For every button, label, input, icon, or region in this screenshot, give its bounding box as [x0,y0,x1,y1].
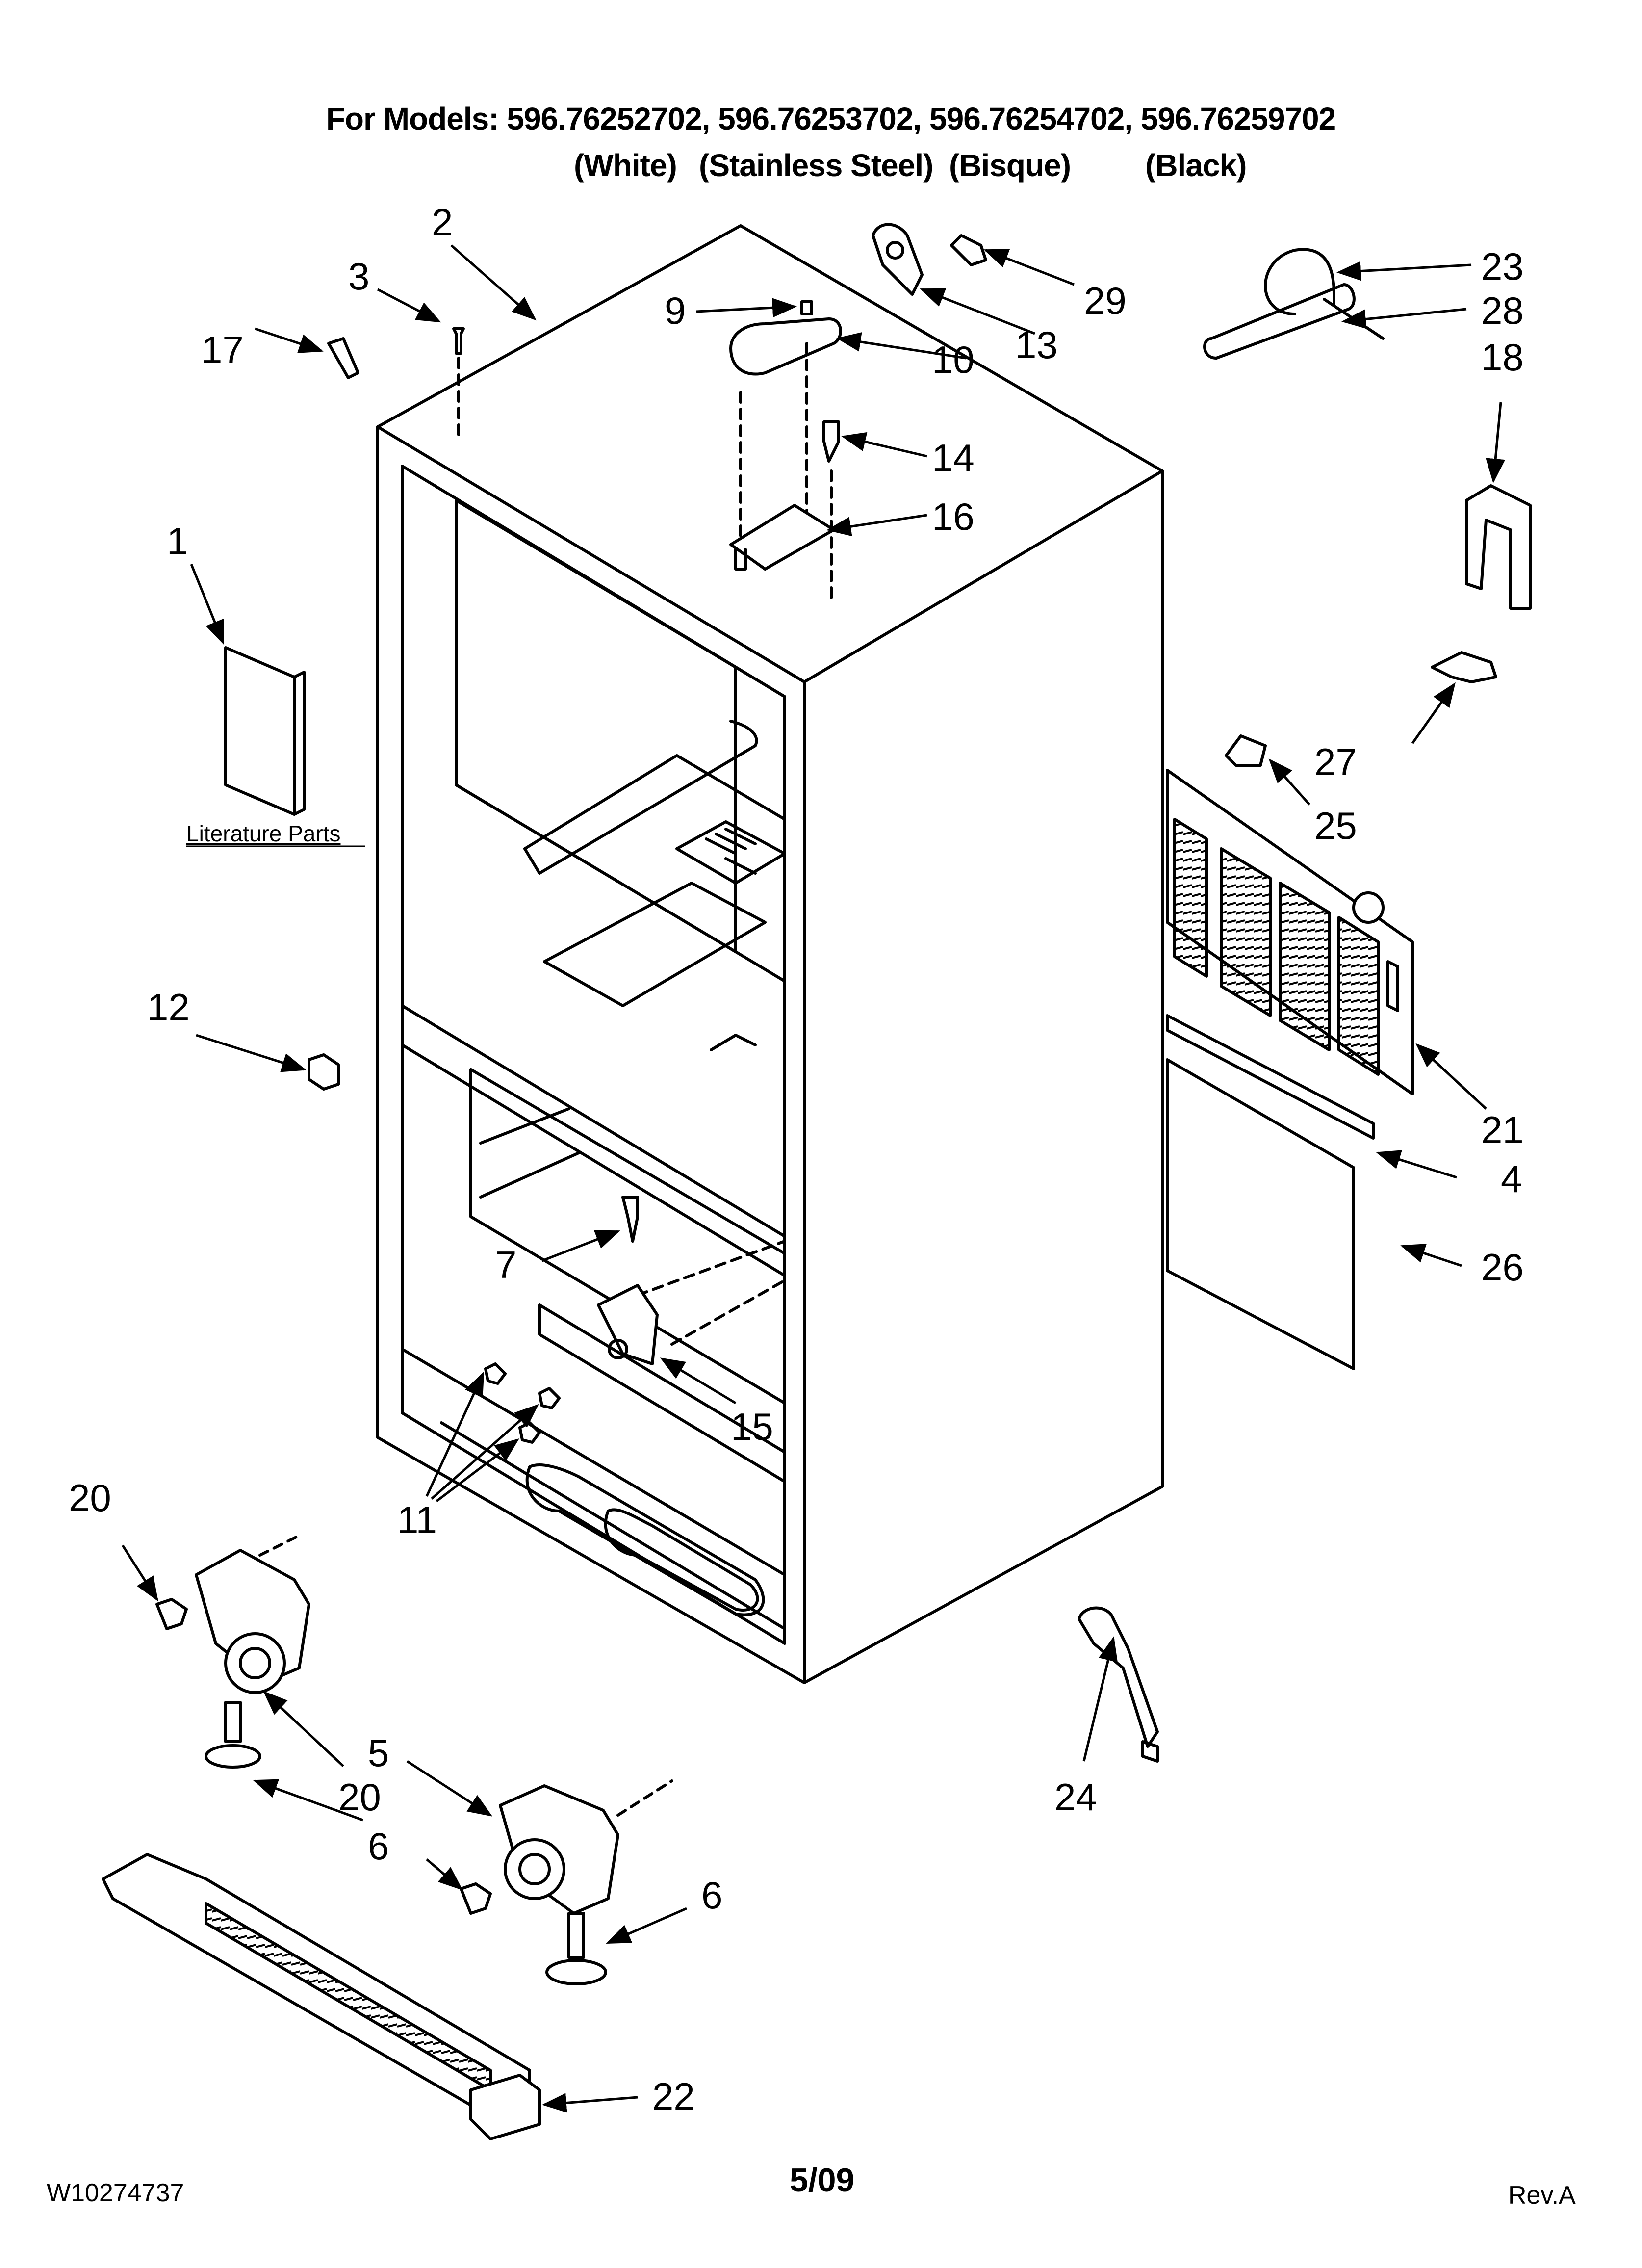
callout-9: 9 [665,289,686,332]
part-5-roller-left [195,1534,310,1694]
callout-1: 1 [167,520,188,563]
part-18-channel [1465,484,1532,610]
part-24-sensor [1078,1606,1159,1748]
callout-4: 4 [1501,1157,1522,1200]
color-stainless: (Stainless Steel) [699,148,933,183]
callout-24: 24 [1054,1775,1097,1819]
revision-date: 5/09 [790,2162,855,2199]
part-11-screw-a [484,1362,507,1385]
color-black: (Black) [1145,148,1247,183]
callout-3: 3 [348,255,369,298]
callout-23: 23 [1481,245,1524,288]
callout-13: 13 [1015,323,1058,366]
models-title: For Models: 596.76252702, 596.76253702, … [326,101,1336,136]
callout-26: 26 [1481,1246,1524,1289]
callout-16: 16 [932,495,975,538]
callout-14: 14 [932,436,975,479]
callout-2: 2 [432,201,453,244]
part-21-grille [1166,769,1414,1095]
literature-parts-book [224,646,306,816]
part-27-clip [1431,651,1497,683]
part-10-hinge-cover [729,317,842,376]
part-26-panel [1166,1058,1355,1370]
part-6-leveler-right [567,1912,585,1959]
part-3-screw [452,327,465,355]
callout-22: 22 [652,2075,695,2118]
part-9-screw [800,300,813,315]
doc-number: W10274737 [47,2179,184,2207]
part-15-bracket [597,1284,659,1365]
part-6-leveler-left [224,1701,242,1743]
part-17-clip [327,337,359,379]
cabinet-body [376,224,1164,1684]
part-4-strip [1166,1014,1375,1140]
part-5-roller-right [499,1779,673,1915]
part-14-screw [822,420,840,463]
callout-21: 21 [1481,1108,1524,1151]
callout-6b: 6 [701,1874,722,1917]
color-white: (White) [574,148,677,183]
callout-10: 10 [932,338,975,381]
part-11-screw-b [538,1387,561,1409]
revision: Rev.A [1508,2181,1576,2210]
part-20-screw-left [155,1598,188,1630]
callout-17: 17 [201,328,244,371]
part-23-wire [1264,248,1335,315]
callout-11: 11 [397,1498,437,1541]
callout-28: 28 [1481,289,1524,332]
callout-5a: 5 [368,1731,389,1774]
callout-15: 15 [731,1405,773,1448]
callout-18: 18 [1481,336,1524,379]
color-bisque: (Bisque) [949,148,1071,183]
callout-27: 27 [1314,740,1357,783]
part-25-screw [1225,734,1267,767]
callout-20b: 20 [338,1775,381,1819]
part-29-screw [950,234,987,266]
callout-6a: 6 [368,1825,389,1868]
callout-29: 29 [1084,279,1127,322]
part-13-bracket [872,223,924,296]
part-22-toe-grille [102,1853,541,2140]
part-7-pin [621,1196,639,1243]
part-28-tube [1203,283,1356,360]
callout-25: 25 [1314,804,1357,847]
part-20-screw-right [460,1882,492,1915]
callout-12: 12 [147,986,190,1029]
literature-parts-label: Literature Parts [186,821,340,846]
callout-7: 7 [495,1243,516,1286]
callout-20a: 20 [69,1476,111,1519]
part-12-screw [308,1053,340,1091]
